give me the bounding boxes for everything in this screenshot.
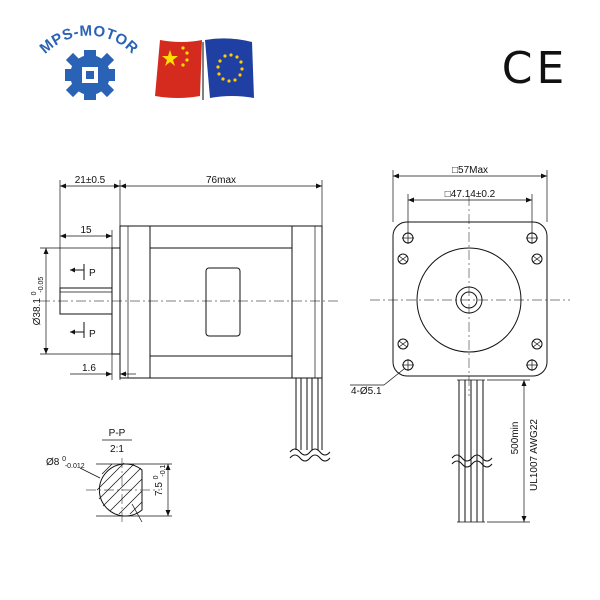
flags [155, 38, 254, 100]
star-ring-icon [216, 53, 244, 83]
screw-icon [397, 253, 409, 265]
dim-frame-size: □57Max [452, 165, 488, 176]
star-icon [162, 50, 178, 66]
shaft-inner [460, 291, 478, 309]
lead-spec: UL1007 AWG22 [529, 419, 540, 491]
motor-frame [392, 221, 548, 377]
brand-logo: MPS-MOTOR [37, 22, 141, 100]
svg-text:P: P [89, 329, 96, 340]
front-view: □57Max □47.14±0.2 4-Ø5.1 500min UL100 [350, 165, 570, 523]
dim-flange-length: 21±0.5 [75, 175, 106, 186]
side-leads [289, 378, 331, 462]
dim-mounting-holes: 4-Ø5.1 [351, 386, 382, 397]
dim-shaft-diameter: Ø8 0 -0.012 [46, 453, 85, 470]
rear-flange [291, 225, 323, 379]
screw-icon [397, 338, 409, 350]
screw-icon [531, 338, 543, 350]
dim-boss-diameter: Ø38.1 0 -0.05 [28, 277, 45, 326]
section-marker-top: P [70, 264, 96, 280]
dim-lead-length: 500min [510, 422, 521, 455]
section-title: P-P [109, 428, 126, 439]
section-hatch [96, 462, 143, 515]
dim-shaft-step: 15 [80, 225, 92, 236]
gear-icon [65, 50, 115, 100]
front-boss [416, 247, 522, 353]
eu-flag [205, 38, 254, 98]
mounting-holes [402, 232, 538, 371]
dim-hole-pitch: □47.14±0.2 [445, 189, 496, 200]
shaft-outer [455, 286, 483, 314]
frame-screws [397, 253, 543, 350]
side-view: 21±0.5 76max 15 Ø38.1 0 -0.05 P [28, 175, 340, 462]
screw-icon [531, 253, 543, 265]
svg-text:P: P [89, 268, 96, 279]
dim-boss-thickness: 1.6 [82, 363, 96, 374]
section-marker-bottom: P [70, 322, 96, 340]
section-view: P-P 2:1 Ø8 0 -0.012 7.5 [46, 428, 172, 523]
ce-mark: CE [502, 43, 569, 94]
front-leads [451, 379, 493, 523]
front-flange [119, 225, 151, 379]
label-window [205, 267, 241, 337]
china-flag [155, 40, 202, 98]
section-scale: 2:1 [110, 444, 124, 455]
dim-shaft-flat: 7.5 0 -0.1 [150, 464, 167, 496]
dim-body-length: 76max [206, 175, 236, 186]
motor-body [149, 225, 293, 379]
